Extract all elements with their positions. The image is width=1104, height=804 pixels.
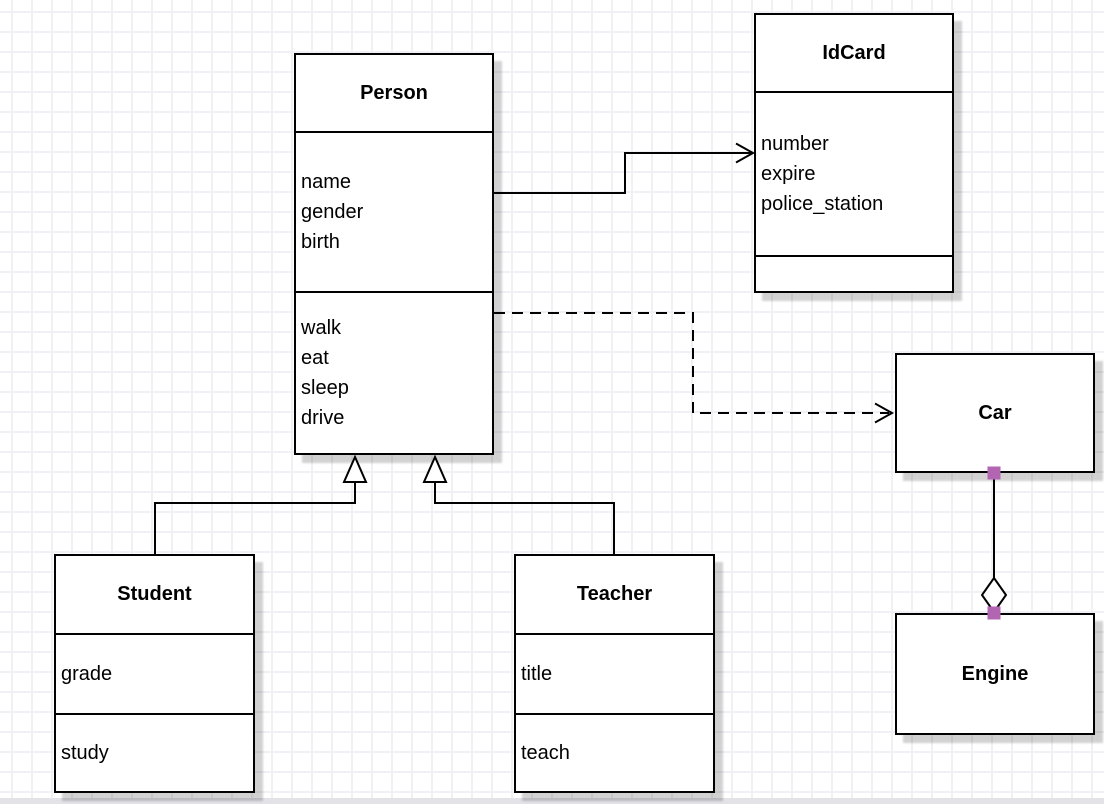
attribute: gender bbox=[301, 201, 364, 223]
methods-compartment: teach bbox=[516, 713, 713, 791]
method: drive bbox=[301, 407, 345, 429]
connector-car-engine[interactable] bbox=[980, 466, 1008, 620]
method: teach bbox=[521, 742, 570, 764]
connector-teacher-person[interactable] bbox=[422, 454, 615, 554]
open-arrowhead-icon bbox=[735, 142, 756, 164]
canvas-bottom-edge bbox=[0, 798, 1104, 804]
attributes-compartment: grade bbox=[56, 633, 253, 713]
method: study bbox=[61, 742, 109, 764]
hollow-triangle-icon bbox=[422, 454, 448, 483]
class-title: IdCard bbox=[822, 41, 886, 64]
attribute: title bbox=[521, 663, 553, 685]
class-box-student[interactable]: Student grade study bbox=[54, 554, 255, 793]
class-box-person[interactable]: Person name gender birth walk eat sleep … bbox=[294, 53, 494, 455]
class-box-idcard[interactable]: IdCard number expire police_station bbox=[754, 13, 954, 293]
attributes-compartment: name gender birth bbox=[296, 131, 492, 291]
attribute: birth bbox=[301, 231, 340, 253]
hollow-triangle-icon bbox=[342, 454, 368, 483]
class-title: Student bbox=[117, 583, 192, 605]
attribute: number bbox=[761, 133, 829, 155]
connector-student-person[interactable] bbox=[154, 454, 368, 554]
attribute: police_station bbox=[761, 193, 884, 215]
endpoint-handle-icon[interactable] bbox=[987, 606, 1001, 620]
method: eat bbox=[301, 347, 329, 369]
method: sleep bbox=[301, 377, 349, 399]
methods-compartment: study bbox=[56, 713, 253, 791]
methods-compartment: walk eat sleep drive bbox=[296, 291, 492, 453]
attribute: expire bbox=[761, 163, 816, 185]
class-title: Engine bbox=[961, 662, 1029, 685]
class-title: Teacher bbox=[576, 583, 653, 605]
endpoint-handle-icon[interactable] bbox=[987, 466, 1001, 480]
class-box-engine[interactable]: Engine bbox=[895, 613, 1095, 735]
connector-person-idcard[interactable] bbox=[494, 142, 756, 194]
class-box-teacher[interactable]: Teacher title teach bbox=[514, 554, 715, 793]
open-arrowhead-icon bbox=[874, 402, 895, 424]
methods-compartment-empty bbox=[756, 255, 952, 291]
attribute: grade bbox=[61, 663, 113, 685]
attributes-compartment: number expire police_station bbox=[756, 91, 952, 255]
method: walk bbox=[301, 317, 342, 339]
connector-person-car[interactable] bbox=[494, 312, 895, 424]
attributes-compartment: title bbox=[516, 633, 713, 713]
class-title: Person bbox=[360, 81, 428, 104]
class-title: Car bbox=[978, 401, 1012, 424]
attribute: name bbox=[301, 171, 352, 193]
